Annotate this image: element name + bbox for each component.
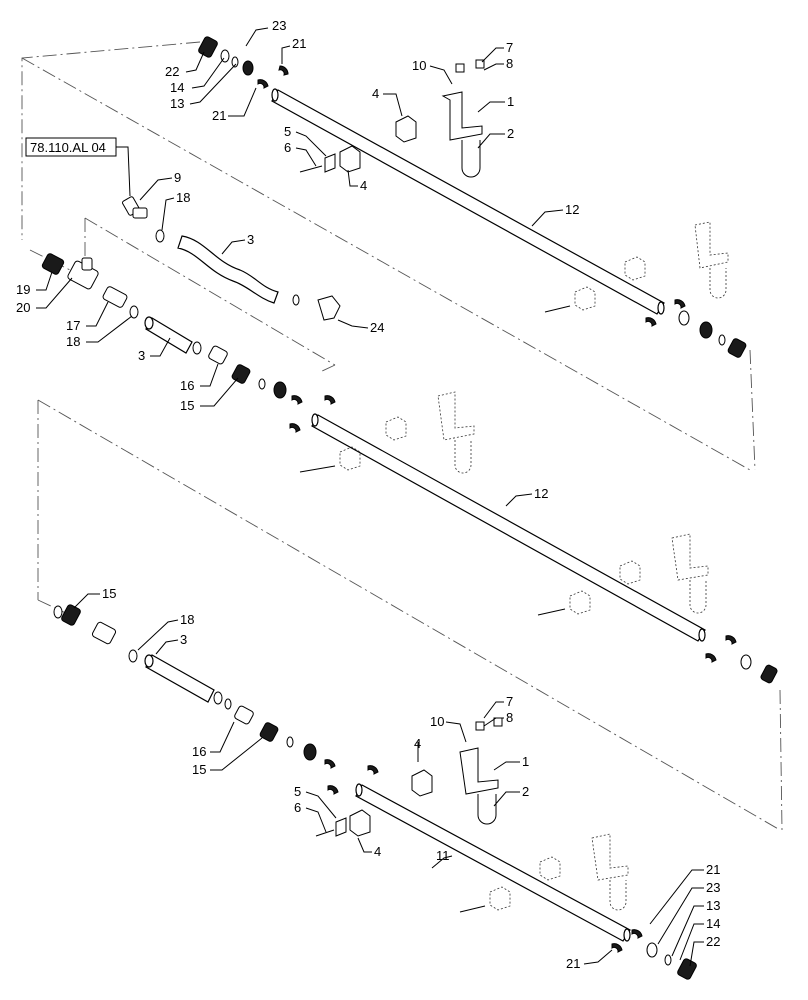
callout-15[interactable]: 15 [192,762,206,777]
fitting-group-top-left [198,36,289,89]
bracket-top [299,59,485,178]
callout-20[interactable]: 20 [16,300,30,315]
fitting-group-right-mid [705,635,778,684]
callout-19[interactable]: 19 [16,282,30,297]
callout-16[interactable]: 16 [180,378,194,393]
callout-18[interactable]: 18 [66,334,80,349]
callout-7[interactable]: 7 [506,40,513,55]
callout-3[interactable]: 3 [247,232,254,247]
callout-12[interactable]: 12 [534,486,548,501]
leader-lines [36,27,704,967]
callout-2[interactable]: 2 [507,126,514,141]
callout-6[interactable]: 6 [284,140,291,155]
callout-22[interactable]: 22 [165,64,179,79]
callout-21[interactable]: 21 [292,36,306,51]
callout-13[interactable]: 13 [706,898,720,913]
callout-18[interactable]: 18 [176,190,190,205]
fitting-group-right-top [645,299,747,358]
callout-22[interactable]: 22 [706,934,720,949]
bracket-ghost-3 [537,533,709,616]
callout-11[interactable]: 11 [436,848,450,863]
callout-23[interactable]: 23 [272,18,286,33]
callout-10[interactable]: 10 [430,714,444,729]
pipe-12-middle [311,413,706,642]
pipe-11-bottom [355,783,631,942]
reference-box[interactable]: 78.110.AL 04 [25,137,131,197]
callout-2[interactable]: 2 [522,784,529,799]
fitting-group-mid-left [192,341,336,433]
callout-12[interactable]: 12 [565,202,579,217]
callout-15[interactable]: 15 [102,586,116,601]
callout-21[interactable]: 21 [566,956,580,971]
callout-14[interactable]: 14 [706,916,720,931]
callout-5[interactable]: 5 [284,124,291,139]
callout-17[interactable]: 17 [66,318,80,333]
callout-4[interactable]: 4 [372,86,379,101]
callout-8[interactable]: 8 [506,56,513,71]
callout-4[interactable]: 4 [360,178,367,193]
callout-6[interactable]: 6 [294,800,301,815]
callout-1[interactable]: 1 [507,94,514,109]
callout-16[interactable]: 16 [192,744,206,759]
callout-21[interactable]: 21 [212,108,226,123]
callout-3[interactable]: 3 [138,348,145,363]
callout-3[interactable]: 3 [180,632,187,647]
callout-8[interactable]: 8 [506,710,513,725]
callout-1[interactable]: 1 [522,754,529,769]
tube-3-middle [144,316,193,354]
callout-4[interactable]: 4 [374,844,381,859]
callout-24[interactable]: 24 [370,320,384,335]
callout-labels: 23 21 22 14 13 21 10 7 8 4 1 5 6 2 4 9 1… [16,18,720,971]
callout-4[interactable]: 4 [414,736,421,751]
callout-13[interactable]: 13 [170,96,184,111]
reference-box-label: 78.110.AL 04 [30,140,106,155]
callout-7[interactable]: 7 [506,694,513,709]
fitting-group-left [41,196,341,321]
callout-14[interactable]: 14 [170,80,184,95]
bracket-bottom [315,717,503,837]
callout-23[interactable]: 23 [706,880,720,895]
callout-15[interactable]: 15 [180,398,194,413]
hose-3-curved [177,235,279,304]
callout-9[interactable]: 9 [174,170,181,185]
callout-10[interactable]: 10 [412,58,426,73]
bracket-ghost-1 [544,221,729,313]
callout-21[interactable]: 21 [706,862,720,877]
callout-5[interactable]: 5 [294,784,301,799]
bracket-ghost-4 [459,833,629,913]
callout-18[interactable]: 18 [180,612,194,627]
fitting-group-bottom-left [53,604,379,795]
pipe-12-top [271,88,665,315]
bracket-ghost-2 [299,391,475,474]
tube-3-bottom [144,654,215,703]
